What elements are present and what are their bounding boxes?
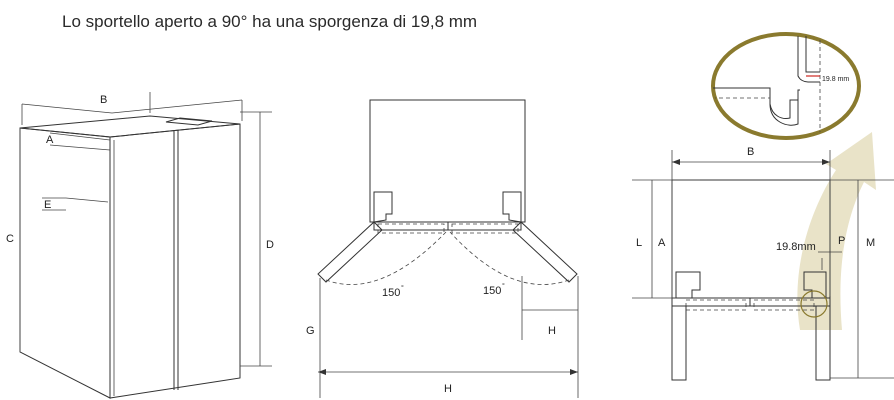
hinge-left-2 (675, 271, 701, 299)
label-d: D (266, 239, 274, 251)
label-a: A (46, 134, 54, 146)
dim-e-line-3 (65, 197, 109, 203)
zoom-hinge-inner (769, 99, 798, 119)
curved-arrow-icon (797, 132, 876, 330)
label-b: B (100, 94, 107, 106)
dim-h-arrow-r (570, 369, 578, 375)
zoom-detail: 19.8 mm (711, 32, 861, 140)
dim-b-line-2 (111, 99, 243, 114)
door-base-left-2 (671, 297, 751, 307)
fridge-front-face (109, 123, 241, 399)
top-view-90-figure: B L A 19.8mm P M (632, 32, 894, 381)
cabinet-body (369, 99, 526, 223)
dim-text-198: 19.8mm (776, 241, 816, 253)
label-h: H (444, 383, 452, 395)
dim-a-line-2 (49, 144, 111, 151)
angle-left-label: 150 (382, 287, 400, 299)
fridge-side-face (19, 127, 111, 399)
fridge-3d-figure: B A E C D (6, 92, 274, 399)
zoom-content: 19.8 mm (713, 36, 849, 138)
gasket-right-2 (753, 299, 815, 311)
angle-right-label: 150 (483, 285, 501, 297)
swing-arc-left (325, 231, 447, 285)
gasket-left (377, 223, 445, 234)
dim-b2-arrow-r (822, 159, 830, 165)
detail-circle (800, 290, 828, 318)
fridge-top-panel (165, 117, 213, 126)
label-m: M (866, 237, 875, 249)
gasket-left-2 (685, 299, 747, 311)
dim-h-arrow-l (318, 369, 326, 375)
label-h-small: H (548, 325, 556, 337)
label-e: E (44, 199, 51, 211)
dim-a-line (49, 132, 111, 141)
label-b-2: B (747, 146, 754, 158)
door-left-open (317, 221, 383, 283)
hinge-left (373, 191, 393, 223)
top-view-150-figure: 150 ° 150 ° G H H (306, 99, 579, 398)
hinge-right (502, 191, 522, 223)
door-left-90 (671, 305, 687, 381)
gasket-right (451, 223, 519, 234)
door-right-open (512, 221, 578, 283)
zoom-ring (711, 32, 861, 140)
label-p: P (838, 235, 845, 247)
label-c: C (6, 233, 14, 245)
swing-arc-right (449, 231, 570, 285)
zoom-door (797, 36, 820, 83)
degree-left: ° (401, 284, 404, 292)
door-base-right (447, 221, 522, 231)
door-base-left (373, 221, 449, 231)
label-g: G (306, 325, 315, 337)
caption-text: Lo sportello aperto a 90° ha una sporgen… (62, 12, 478, 31)
dim-b2-arrow-l (672, 159, 680, 165)
label-a-2: A (658, 237, 666, 249)
dim-b-line (21, 103, 113, 114)
label-l: L (636, 237, 642, 249)
zoom-door-2 (805, 36, 820, 73)
degree-right: ° (502, 282, 505, 290)
zoom-dim-text: 19.8 mm (822, 76, 849, 83)
door-right-90 (815, 305, 831, 381)
